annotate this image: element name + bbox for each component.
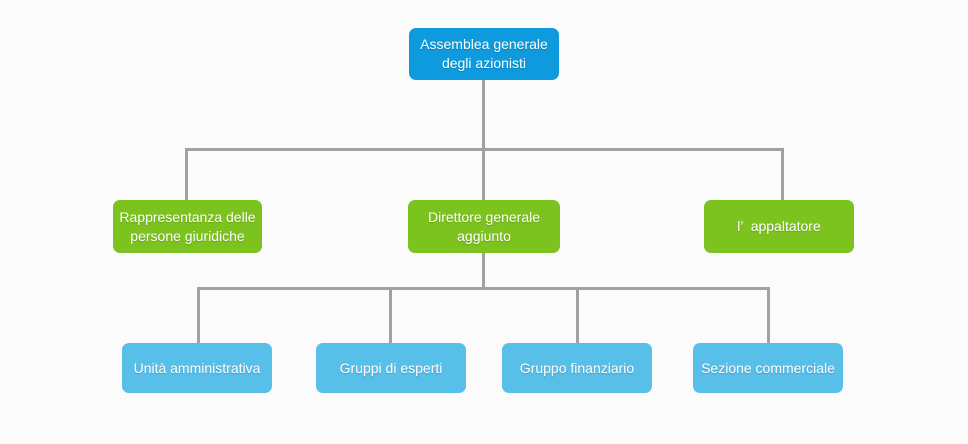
- connector-to-gruppi-di-esperti: [389, 287, 392, 343]
- connector-to-appaltatore: [781, 148, 784, 200]
- node-appaltatore[interactable]: l’ appaltatore: [704, 200, 854, 253]
- connector-to-unita-amministrativa: [197, 287, 200, 343]
- connector-level3-horizontal: [197, 287, 770, 290]
- connector-direttore-down: [482, 253, 485, 290]
- node-label: Assemblea generale degli azionisti: [420, 36, 548, 71]
- node-gruppo-finanziario[interactable]: Gruppo finanziario: [502, 343, 652, 393]
- connector-to-gruppo-finanziario: [576, 287, 579, 343]
- node-label: Unità amministrativa: [133, 359, 261, 376]
- node-rappresentanza-persone-giuridiche[interactable]: Rappresentanza delle persone giuridiche: [113, 200, 262, 253]
- node-sezione-commerciale[interactable]: Sezione commerciale: [693, 343, 843, 393]
- node-unita-amministrativa[interactable]: Unità amministrativa: [122, 343, 272, 393]
- node-gruppi-di-esperti[interactable]: Gruppi di esperti: [316, 343, 466, 393]
- connector-to-direttore: [482, 148, 485, 200]
- node-label: Direttore generale aggiunto: [427, 208, 541, 244]
- node-label: Gruppo finanziario: [519, 359, 635, 376]
- node-label: l’ appaltatore: [737, 218, 821, 234]
- connector-to-sezione-commerciale: [767, 287, 770, 343]
- node-assemblea-generale[interactable]: Assemblea generale degli azionisti: [409, 28, 559, 80]
- node-direttore-generale-aggiunto[interactable]: Direttore generale aggiunto: [408, 200, 560, 253]
- node-label: Sezione commerciale: [701, 359, 835, 376]
- node-label: Rappresentanza delle persone giuridiche: [119, 208, 256, 244]
- connector-root-down: [482, 80, 485, 150]
- node-label: Gruppi di esperti: [339, 359, 443, 376]
- connector-to-rappresentanza: [185, 148, 188, 200]
